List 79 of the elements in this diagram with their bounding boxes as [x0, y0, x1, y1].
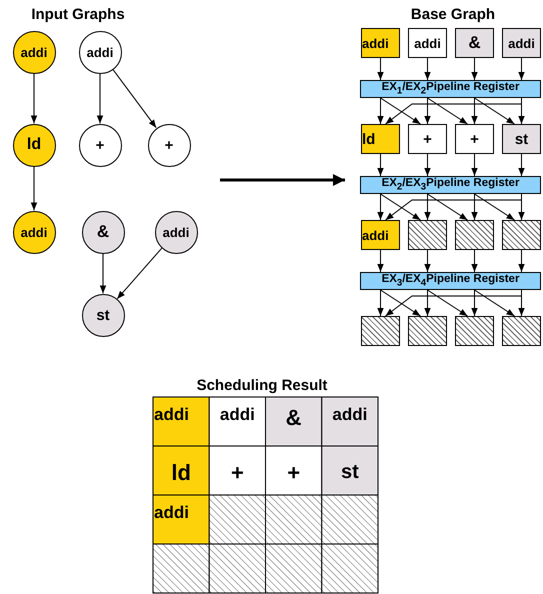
operation-box: addi: [502, 28, 541, 58]
graph-heading: Scheduling Result: [196, 377, 328, 394]
table-entry: +: [286, 460, 302, 486]
arrow: [518, 250, 525, 272]
arrow: [424, 290, 431, 316]
arrow: [427, 290, 468, 316]
operation-box: addi: [361, 28, 400, 58]
table-entry: +: [230, 460, 245, 486]
arrow: [385, 194, 522, 220]
arrow: [116, 248, 162, 300]
operation-circle: +: [148, 124, 190, 166]
arrow: [377, 98, 384, 124]
operation-circle: st: [82, 294, 124, 336]
arrow: [380, 290, 421, 316]
arrow: [30, 166, 38, 211]
pipeline-register: EX$_{1}$/EX$_{2}$Pipeline Register: [360, 80, 541, 98]
pipeline-register: EX$_{3}$/EX$_{4}$Pipeline Register: [360, 272, 541, 290]
arrow: [427, 194, 468, 220]
arrow: [377, 194, 384, 220]
graph-heading: Input Graphs: [30, 6, 126, 23]
arrow: [380, 98, 421, 124]
arrow: [471, 154, 478, 176]
arrow: [380, 194, 421, 220]
arrow: [377, 154, 384, 176]
operation-box: addi: [408, 28, 447, 58]
hatched-box: [408, 316, 447, 346]
table-entry: ld: [170, 460, 192, 486]
table-entry: st: [340, 460, 360, 484]
arrow: [518, 154, 525, 176]
arrow: [377, 250, 384, 272]
arrow: [518, 58, 525, 80]
arrow: [112, 68, 157, 128]
operation-circle: ld: [12, 124, 56, 166]
arrow: [30, 73, 38, 124]
arrow: [471, 98, 478, 124]
arrow: [427, 98, 468, 124]
table-entry: &: [284, 405, 303, 432]
operation-circle: &: [82, 210, 124, 254]
operation-box: addi: [361, 220, 400, 250]
operation-box: &: [455, 28, 494, 58]
arrow: [385, 98, 522, 124]
operation-circle: addi: [78, 30, 122, 74]
arrow: [424, 194, 431, 220]
operation-box: +: [455, 124, 494, 154]
hatched-box: [502, 220, 541, 250]
arrow: [424, 250, 431, 272]
arrow: [471, 250, 478, 272]
operation-circle: addi: [12, 30, 56, 74]
table-entry: addi: [331, 405, 368, 426]
operation-box: +: [408, 124, 447, 154]
graph-heading: Base Graph: [410, 6, 496, 23]
operation-circle: addi: [154, 210, 198, 254]
arrow: [474, 290, 515, 316]
table-entry: addi: [218, 405, 256, 426]
arrow: [96, 73, 104, 124]
hatched-box: [502, 316, 541, 346]
table-entry: addi: [154, 405, 190, 426]
arrow: [377, 290, 384, 316]
arrow: [377, 58, 384, 80]
arrow: [471, 290, 478, 316]
arrow: [471, 194, 478, 220]
operation-circle: +: [78, 124, 122, 166]
hatched-box: [408, 220, 447, 250]
table-entry: addi: [154, 503, 190, 524]
arrow: [424, 58, 431, 80]
hatched-box: [361, 316, 400, 346]
operation-box: ld: [361, 124, 400, 154]
arrow: [424, 98, 431, 124]
arrow: [385, 290, 522, 316]
pipeline-register: EX$_{2}$/EX$_{3}$Pipeline Register: [360, 176, 541, 194]
hatched-box: [455, 220, 494, 250]
arrow: [471, 58, 478, 80]
arrow: [474, 98, 515, 124]
arrow: [424, 154, 431, 176]
arrow: [100, 253, 106, 294]
arrow: [474, 194, 515, 220]
hatched-box: [455, 316, 494, 346]
operation-box: st: [502, 124, 541, 154]
operation-circle: addi: [12, 210, 56, 254]
